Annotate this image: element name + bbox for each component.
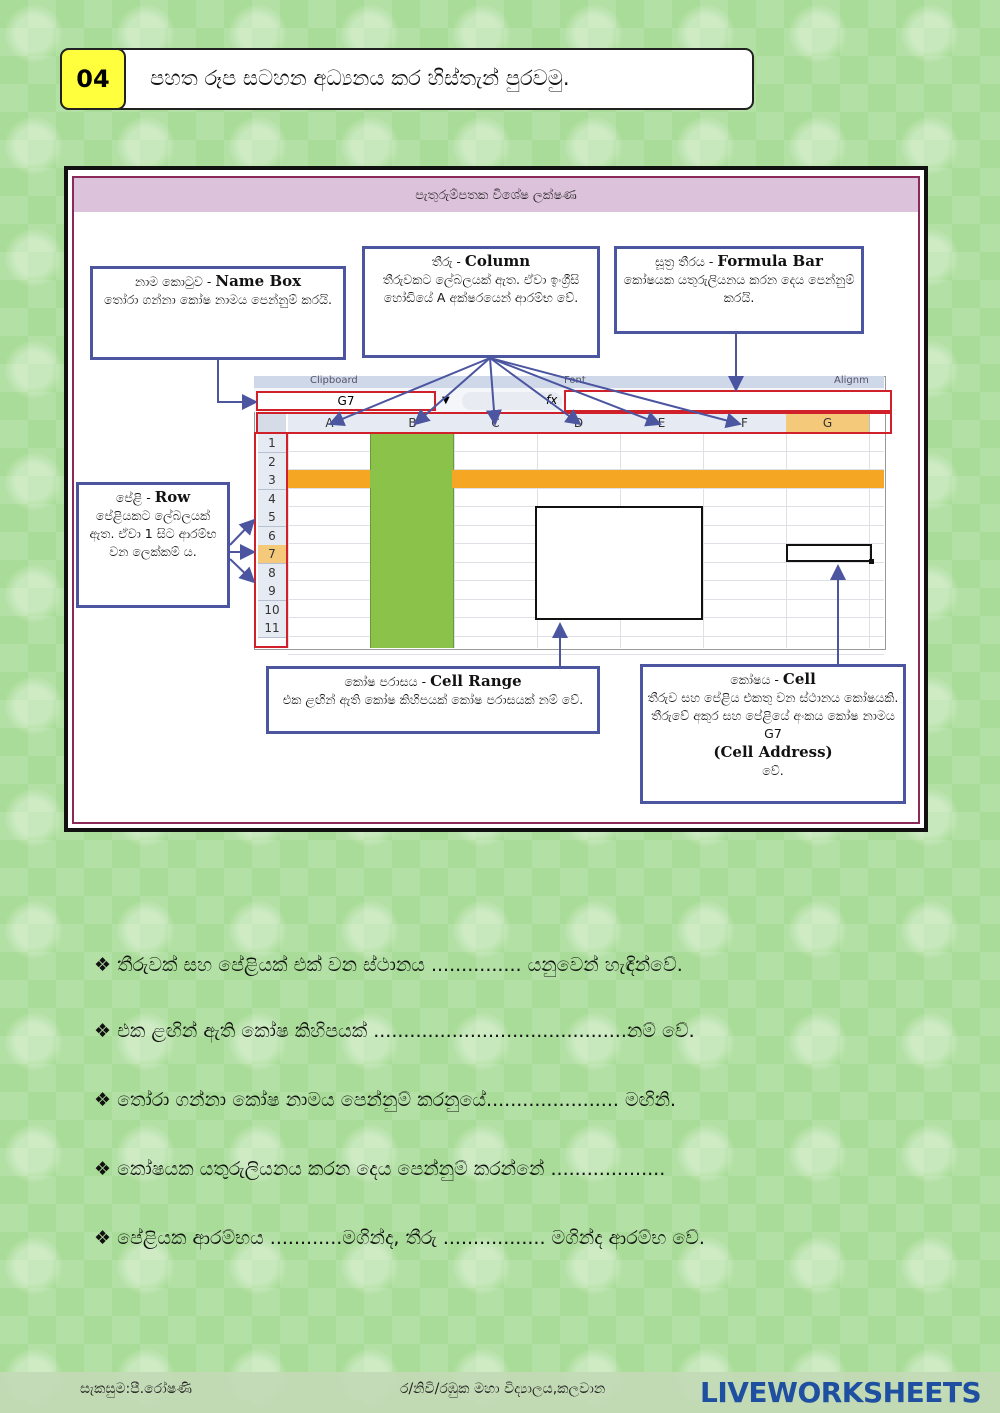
cell-en: Cell <box>782 670 816 688</box>
dropdown-icon[interactable]: ▼ <box>442 395 450 406</box>
row-desc: පේළියකට ලේබලයක් ඇත. ඒවා 1 සිට ආරම්භ වන ල… <box>89 508 217 559</box>
formula-en: Formula Bar <box>717 252 823 270</box>
grid-column-line <box>454 432 455 648</box>
column-b-highlight <box>370 432 454 648</box>
fx-icon[interactable]: fx <box>546 393 558 407</box>
callout-formula-bar: සූත්‍ර තීරය - Formula Bar කෝෂයක යතුරුලිය… <box>614 246 864 334</box>
instruction-box <box>60 48 754 110</box>
callout-column: තීරු - Column තීරුවකට ලේබලයක් ඇත. ඒවා ඉං… <box>362 246 600 358</box>
cell-desc: තීරුව සහ පේළිය එකතු වන ස්ථානය කෝෂයකි. තී… <box>647 690 899 741</box>
namebox-en: Name Box <box>215 272 302 290</box>
name-box[interactable]: G7 <box>256 391 436 411</box>
fill-handle[interactable] <box>869 559 874 564</box>
ribbon-strip: Clipboard Font Alignm <box>254 375 884 388</box>
grid-row-line <box>288 450 884 452</box>
callout-name-box: නාම කොටුව - Name Box තෝරා ගන්නා කෝෂ නාමය… <box>90 266 346 360</box>
row-en: Row <box>154 488 191 506</box>
callout-cell-range: කෝෂ පරාසය - Cell Range එක ළඟින් ඇති කෝෂ … <box>266 666 600 734</box>
footer-school: ර/නිවි/රඹුක මහා විද්‍යාලය,කලවාන <box>400 1381 606 1397</box>
column-header-g[interactable]: G <box>786 414 870 432</box>
question-5: ❖ පේළියක ආරම්භය ............මගින්ද, තීරු… <box>94 1227 705 1249</box>
question-2: ❖ එක ළඟින් ඇති කෝෂ කිහිපයක් ............… <box>94 1020 695 1042</box>
row-header-10[interactable]: 10 <box>258 600 286 620</box>
grid-row-line <box>288 654 884 655</box>
footer-bar <box>0 1372 1000 1413</box>
namebox-desc: තෝරා ගන්නා කෝෂ නාමය පෙන්නුම් කරයි. <box>103 292 333 307</box>
cell-b3 <box>370 470 452 488</box>
grid-row-line <box>288 487 884 489</box>
figure-title: පැතුරුම්පතක විශේෂ ලක්ෂණ <box>74 178 918 212</box>
select-all-corner[interactable] <box>258 414 286 432</box>
grid-column-line <box>703 432 704 648</box>
formula-bar[interactable] <box>564 390 892 412</box>
cell-range-box <box>535 506 703 620</box>
cell-end: වේ. <box>762 763 784 778</box>
row-header-11[interactable]: 11 <box>258 619 286 638</box>
instruction-text: පහත රූප සටහන අධ්‍යනය කර හිස්තැන් පුරවමු. <box>150 66 570 90</box>
selected-cell-g7[interactable] <box>786 544 872 562</box>
range-si: කෝෂ පරාසය - <box>344 674 427 689</box>
callout-row: පේළි - Row පේළියකට ලේබලයක් ඇත. ඒවා 1 සිට… <box>76 482 230 608</box>
ribbon-alignment: Alignm <box>834 375 869 386</box>
footer-author: සැකසුම:පී.රෝෂණි <box>80 1381 192 1397</box>
row-header-outline <box>254 432 288 648</box>
grid-column-line <box>869 432 870 648</box>
grid-row-line <box>288 469 884 470</box>
grid-row-line <box>288 635 884 637</box>
liveworksheets-logo[interactable]: LIVEWORKSHEETS <box>700 1376 982 1409</box>
column-desc: තීරුවකට ලේබලයක් ඇත. ඒවා ඉංග්‍රීසි හෝඩියේ… <box>382 272 580 305</box>
question-1: ❖ තීරුවක් සහ පේළියක් එක් වන ස්ථානය .....… <box>94 954 683 976</box>
callout-cell: කෝෂය - Cell තීරුව සහ පේළිය එකතු වන ස්ථාන… <box>640 664 906 804</box>
question-3: ❖ තෝරා ගන්නා කෝෂ නාමය පෙන්නුම් කරනුයේ...… <box>94 1089 677 1111</box>
formula-si: සූත්‍ර තීරය - <box>655 254 714 269</box>
cell-si: කෝෂය - <box>730 672 779 687</box>
range-en: Cell Range <box>430 672 522 690</box>
formula-desc: කෝෂයක යතුරුලියනය කරන දෙය පෙන්නුම් කරයි. <box>623 272 855 305</box>
grid-column-line <box>288 432 289 648</box>
question-number: 04 <box>60 48 126 110</box>
range-desc: එක ළඟින් ඇති කෝෂ කිහිපයක් කෝෂ පරාසයක් නම… <box>282 692 584 707</box>
grid-column-line <box>786 432 787 648</box>
namebox-si: නාම කොටුව - <box>134 274 212 289</box>
ribbon-clipboard: Clipboard <box>310 375 358 386</box>
column-header-outline <box>256 412 892 434</box>
row-si: පේළි - <box>115 490 151 505</box>
column-si: තීරු - <box>431 254 461 269</box>
cell-addr: (Cell Address) <box>713 743 833 761</box>
question-4: ❖ කෝෂයක යතුරුලියනය කරන දෙය පෙන්නුම් කරන්… <box>94 1158 666 1180</box>
ribbon-font: Font <box>564 375 586 386</box>
column-en: Column <box>464 252 531 270</box>
